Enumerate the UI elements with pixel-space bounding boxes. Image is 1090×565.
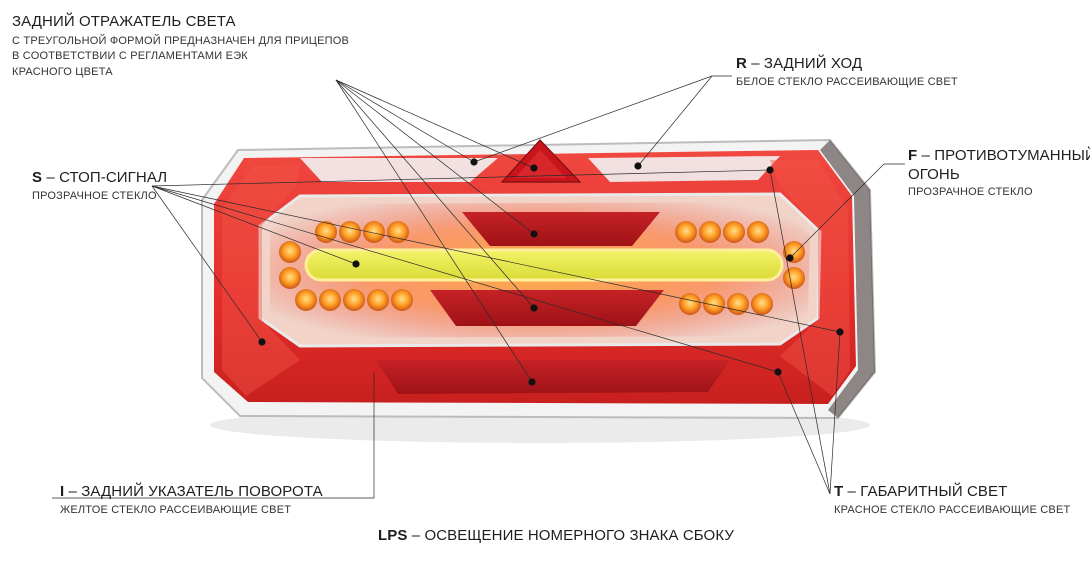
reflector-panel-top	[462, 212, 660, 246]
led-cluster-top-right	[675, 221, 769, 243]
reflector-line-1: С ТРЕУГОЛЬНОЙ ФОРМОЙ ПРЕДНАЗНАЧЕН ДЛЯ ПР…	[12, 34, 350, 47]
reverse-lens-left	[300, 158, 498, 182]
label-indicator: I – ЗАДНИЙ УКАЗАТЕЛЬ ПОВОРОТА ЖЕЛТОЕ СТЕ…	[60, 483, 323, 516]
led-cluster-bottom-left	[295, 289, 413, 311]
reverse-lens-right	[588, 156, 780, 182]
fog-title-line1: – ПРОТИВОТУМАННЫЙ	[917, 147, 1090, 164]
reflector-line-3: КРАСНОГО ЦВЕТА	[12, 66, 113, 79]
reflector-line-2: В СООТВЕТСТВИИ С РЕГЛАМЕНТАМИ ЕЭК	[12, 50, 248, 63]
indicator-bar	[304, 248, 784, 282]
stop-code: S	[32, 169, 43, 186]
reflector-title: ЗАДНИЙ ОТРАЖАТЕЛЬ СВЕТА	[12, 13, 236, 30]
position-sub: КРАСНОЕ СТЕКЛО РАССЕИВАЮЩИЕ СВЕТ	[834, 503, 1071, 516]
corner-highlight-left	[222, 164, 300, 396]
indicator-title: – ЗАДНИЙ УКАЗАТЕЛЬ ПОВОРОТА	[64, 483, 323, 500]
fog-code: F	[908, 147, 918, 164]
indicator-code: I	[60, 483, 65, 500]
position-title: – ГАБАРИТНЫЙ СВЕТ	[843, 483, 1008, 500]
led-cluster-top-left	[315, 221, 409, 243]
label-fog: F – ПРОТИВОТУМАННЫЙ ОГОНЬ ПРОЗРАЧНОЕ СТЕ…	[908, 147, 1090, 198]
pointer-dots	[258, 158, 844, 386]
reflector-panel-bottom	[376, 360, 730, 394]
stop-sub: ПРОЗРАЧНОЕ СТЕКЛО	[32, 189, 157, 202]
label-plate: LPS – ОСВЕЩЕНИЕ НОМЕРНОГО ЗНАКА СБОКУ	[378, 527, 734, 545]
reverse-title: – ЗАДНИЙ ХОД	[746, 55, 863, 72]
plate-code: LPS	[378, 527, 408, 544]
position-code: T	[834, 483, 844, 500]
plate-title: – ОСВЕЩЕНИЕ НОМЕРНОГО ЗНАКА СБОКУ	[407, 527, 734, 544]
reverse-code: R	[736, 55, 747, 72]
reverse-sub: БЕЛОЕ СТЕКЛО РАССЕИВАЮЩИЕ СВЕТ	[736, 75, 958, 88]
leader-lines	[52, 75, 905, 499]
reflector-panel-mid	[430, 290, 664, 326]
fog-sub: ПРОЗРАЧНОЕ СТЕКЛО	[908, 186, 1033, 198]
label-reverse: R – ЗАДНИЙ ХОД БЕЛОЕ СТЕКЛО РАССЕИВАЮЩИЕ…	[736, 55, 958, 88]
fog-title-line2: ОГОНЬ	[908, 165, 960, 183]
led-cluster-left	[279, 241, 301, 289]
stop-title: – СТОП-СИГНАЛ	[42, 169, 168, 186]
label-reflector: ЗАДНИЙ ОТРАЖАТЕЛЬ СВЕТА С ТРЕУГОЛЬНОЙ ФО…	[12, 13, 350, 81]
label-stop: S – СТОП-СИГНАЛ ПРОЗРАЧНОЕ СТЕКЛО	[32, 169, 168, 202]
corner-highlight-right	[770, 160, 850, 396]
indicator-sub: ЖЕЛТОЕ СТЕКЛО РАССЕИВАЮЩИЕ СВЕТ	[60, 503, 292, 516]
lamp-back-housing	[820, 140, 875, 418]
label-position: T – ГАБАРИТНЫЙ СВЕТ КРАСНОЕ СТЕКЛО РАССЕ…	[834, 483, 1071, 516]
